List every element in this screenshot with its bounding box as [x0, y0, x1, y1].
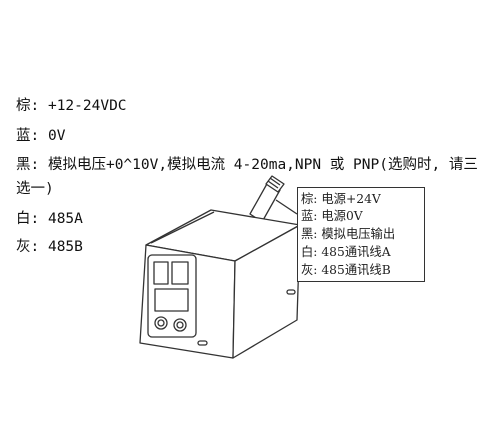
display-window-right	[171, 261, 189, 285]
wire-brown-line: 棕: +12-24VDC	[16, 98, 127, 114]
wire-white-line: 白: 485A	[16, 211, 83, 227]
callout-white: 白: 485通讯线A	[301, 245, 391, 259]
right-knob-icon	[173, 318, 187, 332]
wire-black-line-continued: 选一)	[16, 181, 54, 197]
wire-gray-line: 灰: 485B	[16, 239, 83, 255]
housing-side-face	[232, 224, 301, 359]
side-slot-top	[286, 289, 296, 295]
callout-gray: 灰: 485通讯线B	[301, 263, 391, 277]
callout-leader-line	[275, 199, 298, 215]
wire-callout-box: 棕: 电源+24V 蓝: 电源0V 黑: 模拟电压输出 白: 485通讯线A 灰…	[297, 187, 425, 282]
wire-blue-line: 蓝: 0V	[16, 128, 66, 144]
display-window-left	[153, 261, 169, 285]
side-slot-bottom	[197, 340, 208, 346]
callout-blue: 蓝: 电源0V	[301, 209, 363, 223]
callout-black: 黑: 模拟电压输出	[301, 227, 396, 241]
left-knob-icon	[154, 316, 168, 330]
callout-brown: 棕: 电源+24V	[301, 192, 381, 206]
wire-black-line: 黑: 模拟电压+0^10V,模拟电流 4-20ma,NPN 或 PNP(选购时,…	[16, 157, 478, 173]
display-screen	[154, 288, 189, 312]
